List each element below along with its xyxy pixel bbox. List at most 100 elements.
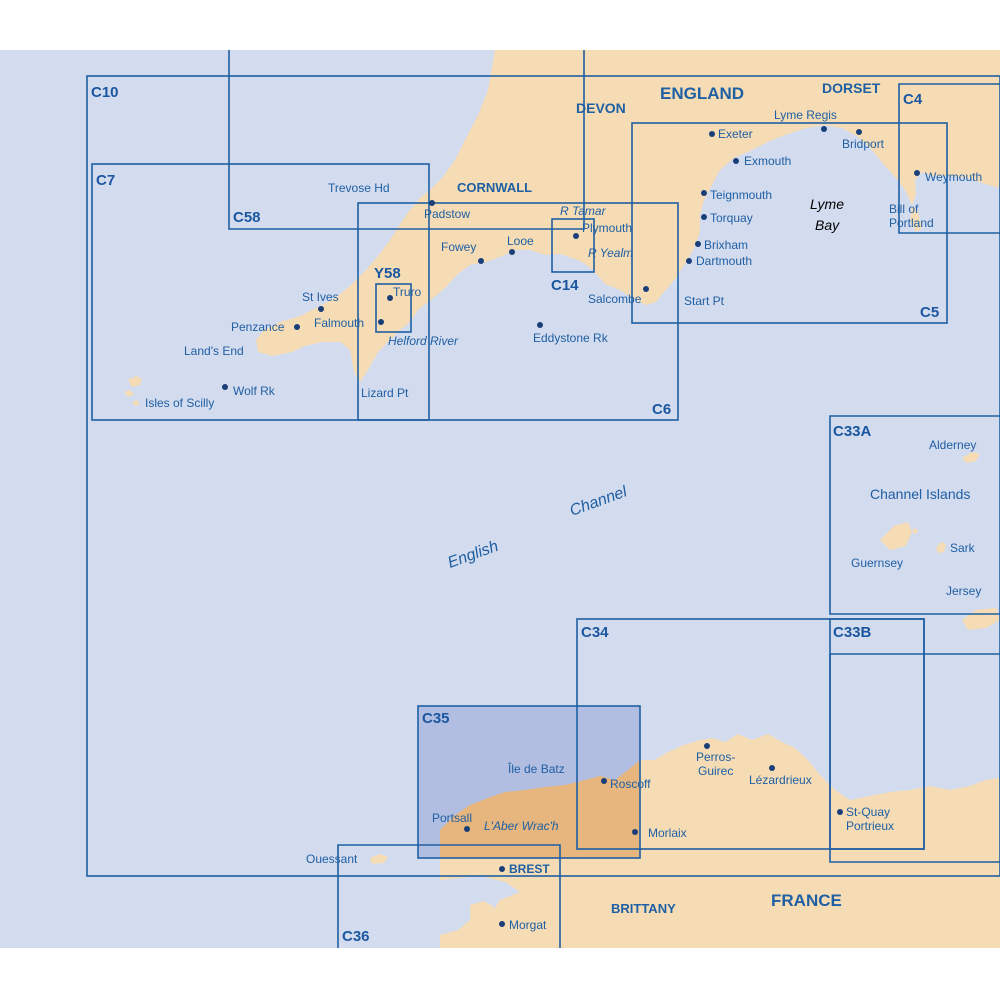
code-c4[interactable]: C4: [903, 91, 923, 108]
label-falmouth: Falmouth: [314, 316, 364, 330]
code-c34[interactable]: C34: [581, 624, 609, 641]
label-laber-wrach: L'Aber Wrac'h: [484, 819, 559, 833]
label-isles-of-scilly: Isles of Scilly: [145, 396, 214, 410]
dot-wolf-rk: [222, 384, 228, 390]
chart-box-c6[interactable]: [357, 202, 679, 421]
label-roscoff: Roscoff: [610, 777, 651, 791]
dot-plymouth: [573, 233, 579, 239]
label-perros: Perros-: [696, 750, 735, 764]
dot-portsall: [464, 826, 470, 832]
label-portrieux: Portrieux: [846, 819, 894, 833]
label-brest: BREST: [509, 862, 550, 876]
dot-eddystone-rk: [537, 322, 543, 328]
chart-box-c5[interactable]: [631, 122, 948, 324]
guernsey-land: [880, 522, 912, 550]
ouessant-land: [370, 854, 388, 864]
label-portsall: Portsall: [432, 811, 472, 825]
chart-box-c34[interactable]: [576, 618, 925, 850]
code-c14[interactable]: C14: [551, 277, 579, 294]
dot-exmouth: [733, 158, 739, 164]
label-guirec: Guirec: [698, 764, 733, 778]
england-landmass: [256, 50, 1000, 382]
crozon-peninsula: [470, 901, 494, 923]
dot-truro: [387, 295, 393, 301]
dot-penzance: [294, 324, 300, 330]
region-brittany: BRITTANY: [611, 901, 676, 916]
label-start-pt: Start Pt: [684, 294, 725, 308]
label-portland: Portland: [889, 216, 934, 230]
herm-land: [912, 528, 918, 534]
label-eddystone-rk: Eddystone Rk: [533, 331, 609, 345]
label-teignmouth: Teignmouth: [710, 188, 772, 202]
dot-weymouth: [914, 170, 920, 176]
chart-box-y58[interactable]: [375, 283, 412, 333]
label-alderney: Alderney: [929, 438, 976, 452]
chart-box-c10[interactable]: [86, 75, 1000, 877]
label-jersey: Jersey: [946, 584, 981, 598]
sea-label-bay: Bay: [815, 217, 840, 233]
portland-landmass: [910, 205, 922, 232]
dot-brixham: [695, 241, 701, 247]
dot-st-quay: [837, 809, 843, 815]
code-c33a[interactable]: C33A: [833, 423, 872, 440]
chart-codes: C10 C7 C58 Y58 C14 C6 C5 C4 C33A C33B C3…: [91, 84, 939, 945]
label-trevose-hd: Trevose Hd: [328, 181, 390, 195]
region-france: FRANCE: [771, 891, 842, 910]
dot-looe: [509, 249, 515, 255]
code-c7[interactable]: C7: [96, 172, 115, 189]
dot-perros-guirec: [704, 743, 710, 749]
dot-falmouth: [378, 319, 384, 325]
dot-trevose-hd: [429, 200, 435, 206]
place-dots: [222, 126, 920, 927]
chart-box-c33a[interactable]: [829, 415, 1000, 615]
label-r-yealm: R Yealm: [588, 246, 633, 260]
chart-box-outlines: [86, 50, 1000, 948]
region-devon: DEVON: [576, 100, 626, 116]
chart-box-c58[interactable]: [228, 50, 585, 230]
label-st-quay: St-Quay: [846, 805, 890, 819]
chart-box-c35[interactable]: [417, 705, 641, 859]
label-brixham: Brixham: [704, 238, 748, 252]
label-looe: Looe: [507, 234, 534, 248]
dot-roscoff: [601, 778, 607, 784]
region-england: ENGLAND: [660, 84, 744, 103]
code-c33b[interactable]: C33B: [833, 624, 872, 641]
chart-box-c7[interactable]: [91, 163, 430, 421]
sark-land: [936, 542, 946, 553]
label-sark: Sark: [950, 541, 976, 555]
label-bridport: Bridport: [842, 137, 885, 151]
label-lezardrieux: Lézardrieux: [749, 773, 812, 787]
label-st-ives: St Ives: [302, 290, 339, 304]
region-dorset: DORSET: [822, 80, 881, 96]
dot-torquay: [701, 214, 707, 220]
code-c10[interactable]: C10: [91, 84, 119, 101]
code-c36[interactable]: C36: [342, 928, 370, 945]
label-exeter: Exeter: [718, 127, 753, 141]
dot-salcombe: [643, 286, 649, 292]
chart-box-c14[interactable]: [551, 218, 595, 273]
c35-land-overlay: [440, 760, 640, 858]
dot-lyme-regis: [821, 126, 827, 132]
dot-brest: [499, 866, 505, 872]
code-c5[interactable]: C5: [920, 304, 939, 321]
chart-box-c4[interactable]: [898, 83, 1000, 234]
label-dartmouth: Dartmouth: [696, 254, 752, 268]
dot-lezardrieux: [769, 765, 775, 771]
code-c58[interactable]: C58: [233, 209, 261, 226]
chart-box-c36[interactable]: [337, 844, 561, 948]
label-fowey: Fowey: [441, 240, 476, 254]
label-ouessant: Ouessant: [306, 852, 358, 866]
dot-fowey: [478, 258, 484, 264]
label-exmouth: Exmouth: [744, 154, 791, 168]
label-torquay: Torquay: [710, 211, 753, 225]
region-channel-islands: Channel Islands: [870, 486, 970, 502]
code-c6[interactable]: C6: [652, 401, 671, 418]
code-c35[interactable]: C35: [422, 710, 450, 727]
label-lizard-pt: Lizard Pt: [361, 386, 409, 400]
label-helford-river: Helford River: [388, 334, 459, 348]
label-wolf-rk: Wolf Rk: [233, 384, 276, 398]
alderney-land: [962, 452, 980, 463]
code-y58[interactable]: Y58: [374, 265, 401, 282]
isles-of-scilly-land: [124, 376, 142, 406]
